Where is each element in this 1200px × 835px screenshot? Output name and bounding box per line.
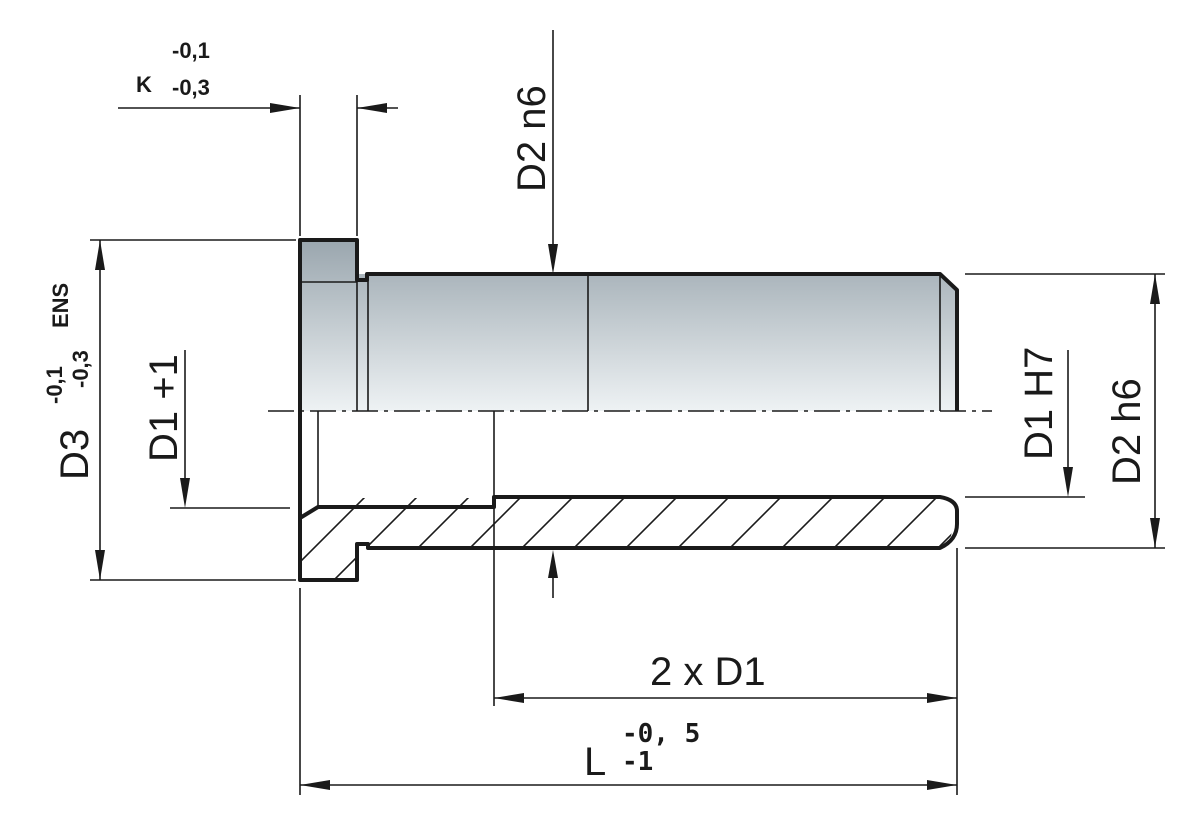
d1-h7-label: D1 H7 <box>1017 347 1061 460</box>
arrow-head <box>95 240 105 270</box>
lower-outline <box>298 411 959 582</box>
section-hatching <box>300 497 957 580</box>
d3-tolerance-lower: -0,3 <box>68 350 93 388</box>
l-tolerance-upper: -0, 5 <box>622 719 700 749</box>
arrow-head <box>95 550 105 580</box>
l-label: L <box>584 740 606 784</box>
k-tolerance-lower: -0,3 <box>172 75 210 100</box>
k-label: K <box>136 72 152 97</box>
upper-shaded-body <box>300 240 957 411</box>
arrow-head <box>494 693 524 703</box>
arrow-head <box>300 780 330 790</box>
arrow-head <box>548 244 558 274</box>
arrow-head <box>1150 518 1160 548</box>
d3-tolerance-upper: -0,1 <box>42 366 67 404</box>
arrow-head <box>548 550 558 578</box>
arrow-head <box>180 478 190 508</box>
dimension-d2-n6: D2 n6 <box>510 30 558 274</box>
arrow-head <box>927 693 957 703</box>
dimension-d2-h6: D2 h6 <box>965 273 1165 549</box>
dimension-2xd1: 2 x D1 <box>493 505 958 795</box>
d2-h6-label: D2 h6 <box>1105 378 1149 485</box>
2xd1-label: 2 x D1 <box>650 650 766 694</box>
d2-n6-label: D2 n6 <box>510 85 554 192</box>
d1-plus1-label: D1 +1 <box>142 354 186 462</box>
bushing-body <box>268 238 992 582</box>
arrow-head <box>270 103 300 113</box>
arrow-head <box>357 103 387 113</box>
dimension-d1-plus1: D1 +1 <box>142 350 290 509</box>
l-tolerance-lower: -1 <box>622 747 653 777</box>
arrow-head <box>927 780 957 790</box>
dimension-d1-h7: D1 H7 <box>548 347 1085 598</box>
dimension-l: L -0, 5 -1 <box>299 588 957 795</box>
dimension-d3: D3 -0,1 -0,3 ENS <box>42 239 296 581</box>
k-tolerance-upper: -0,1 <box>172 38 210 63</box>
arrow-head <box>1150 274 1160 304</box>
ens-label: ENS <box>48 283 73 328</box>
upper-outline <box>298 238 959 411</box>
arrow-head <box>1063 467 1073 497</box>
d3-label: D3 <box>53 429 97 480</box>
dimension-k: K -0,1 -0,3 <box>118 38 398 236</box>
